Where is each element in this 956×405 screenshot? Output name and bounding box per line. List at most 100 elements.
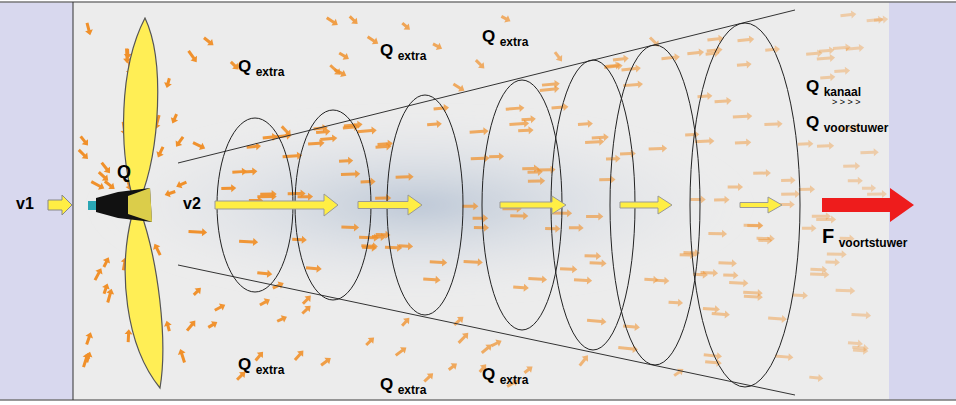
flow-arrow-shape — [341, 170, 361, 179]
flow-arrow — [866, 15, 883, 25]
flow-arrow-shape — [687, 48, 704, 58]
flow-arrow — [463, 258, 483, 267]
flow-arrow — [812, 212, 831, 220]
flow-arrow-shape — [835, 286, 855, 295]
flow-arrow-shape — [820, 73, 836, 82]
flow-arrow — [810, 270, 829, 279]
flow-arrow-shape — [479, 341, 494, 356]
flow-arrow-shape — [375, 142, 391, 151]
flow-arrow-shape — [708, 230, 727, 238]
flow-arrow-shape — [347, 14, 360, 27]
flow-arrow-shape — [521, 115, 536, 124]
flow-arrow-shape — [817, 142, 834, 151]
flow-arrow-shape — [545, 225, 560, 233]
propeller — [88, 18, 163, 388]
flow-arrow — [163, 320, 174, 332]
flow-arrow-shape — [490, 337, 504, 349]
flow-arrow-shape — [99, 160, 114, 176]
flow-arrow — [104, 288, 116, 304]
flow-arrow-shape — [613, 54, 630, 64]
flow-arrow-shape — [430, 258, 448, 267]
flow-label: Q extra — [380, 42, 426, 62]
flow-arrow-shape — [585, 138, 605, 147]
flow-arrow — [585, 138, 605, 147]
jet-stream — [90, 110, 750, 300]
flow-arrow — [213, 301, 227, 314]
flow-arrow — [191, 285, 204, 298]
flow-arrow — [723, 271, 739, 280]
flow-arrow-shape — [300, 303, 314, 317]
flow-arrow-shape — [644, 275, 658, 284]
flow-arrow — [185, 49, 200, 65]
flow-arrow-shape — [728, 183, 743, 191]
flow-arrow — [775, 352, 794, 362]
flow-arrow — [714, 196, 729, 204]
flow-arrow-shape — [213, 301, 227, 314]
flow-arrow — [175, 178, 188, 190]
flow-arrow-shape — [396, 173, 414, 182]
flow-arrow — [253, 349, 267, 363]
flow-arrow-shape — [456, 330, 471, 346]
channel-wall — [0, 399, 956, 401]
flow-arrow-shape — [292, 235, 307, 244]
flow-arrow — [765, 45, 780, 54]
flow-label: Q extra — [482, 366, 528, 386]
flow-arrow-shape — [173, 135, 187, 150]
flow-arrow-shape — [577, 353, 591, 368]
velocity-label: v2 — [183, 196, 201, 212]
flow-arrow — [860, 148, 879, 156]
flow-arrow — [620, 149, 636, 158]
flow-arrow-shape — [399, 315, 412, 328]
flow-arrow-shape — [365, 33, 380, 47]
flow-arrow — [169, 113, 180, 126]
flow-arrow-shape — [703, 304, 720, 313]
flow-arrow-shape — [431, 40, 444, 52]
flow-label: Q extra — [238, 356, 284, 376]
flow-arrow — [518, 126, 534, 135]
flow-arrow-shape — [201, 35, 216, 49]
flow-arrow — [606, 155, 621, 163]
flow-label: Q extra — [482, 28, 528, 48]
flow-arrows — [76, 10, 889, 390]
channel-wall — [0, 1, 956, 3]
flow-arrow — [288, 189, 306, 197]
flow-arrow — [320, 134, 338, 143]
velocity-arrow — [740, 197, 782, 213]
flow-arrow — [510, 212, 528, 220]
flow-arrow-shape — [163, 77, 173, 89]
flow-arrow — [163, 77, 173, 89]
flow-arrow-shape — [809, 373, 824, 382]
flow-arrow — [78, 134, 92, 148]
flow-arrow — [339, 157, 354, 166]
flow-arrow-shape — [589, 259, 606, 268]
flow-arrow-shape — [737, 35, 755, 45]
flow-arrow — [471, 154, 490, 163]
flow-arrow — [363, 335, 376, 348]
flow-arrow-shape — [206, 319, 219, 331]
flow-arrow — [825, 258, 840, 266]
flow-arrow-shape — [845, 44, 864, 53]
flow-arrow-shape — [707, 34, 724, 44]
flow-arrow — [347, 14, 360, 27]
flow-arrow — [644, 275, 658, 284]
flow-arrow — [341, 170, 361, 179]
flow-arrow — [337, 50, 351, 63]
flow-arrow — [697, 92, 712, 101]
flow-arrow — [188, 228, 207, 237]
flow-arrow-shape — [446, 360, 459, 373]
inflow-zone — [0, 2, 73, 400]
flow-label: Q kanaal — [806, 78, 861, 98]
force-label: F voortstuwer — [822, 226, 907, 249]
flow-arrow — [385, 243, 403, 252]
flow-arrow-shape — [333, 66, 348, 79]
velocity-arrow — [500, 196, 566, 214]
flow-arrow — [184, 318, 198, 333]
flow-arrow — [685, 130, 700, 139]
flow-arrow-shape — [528, 177, 545, 185]
flow-arrow-shape — [551, 103, 568, 112]
flow-arrow — [729, 278, 749, 287]
flow-arrow — [400, 20, 413, 33]
flow-arrow-shape — [744, 221, 764, 229]
